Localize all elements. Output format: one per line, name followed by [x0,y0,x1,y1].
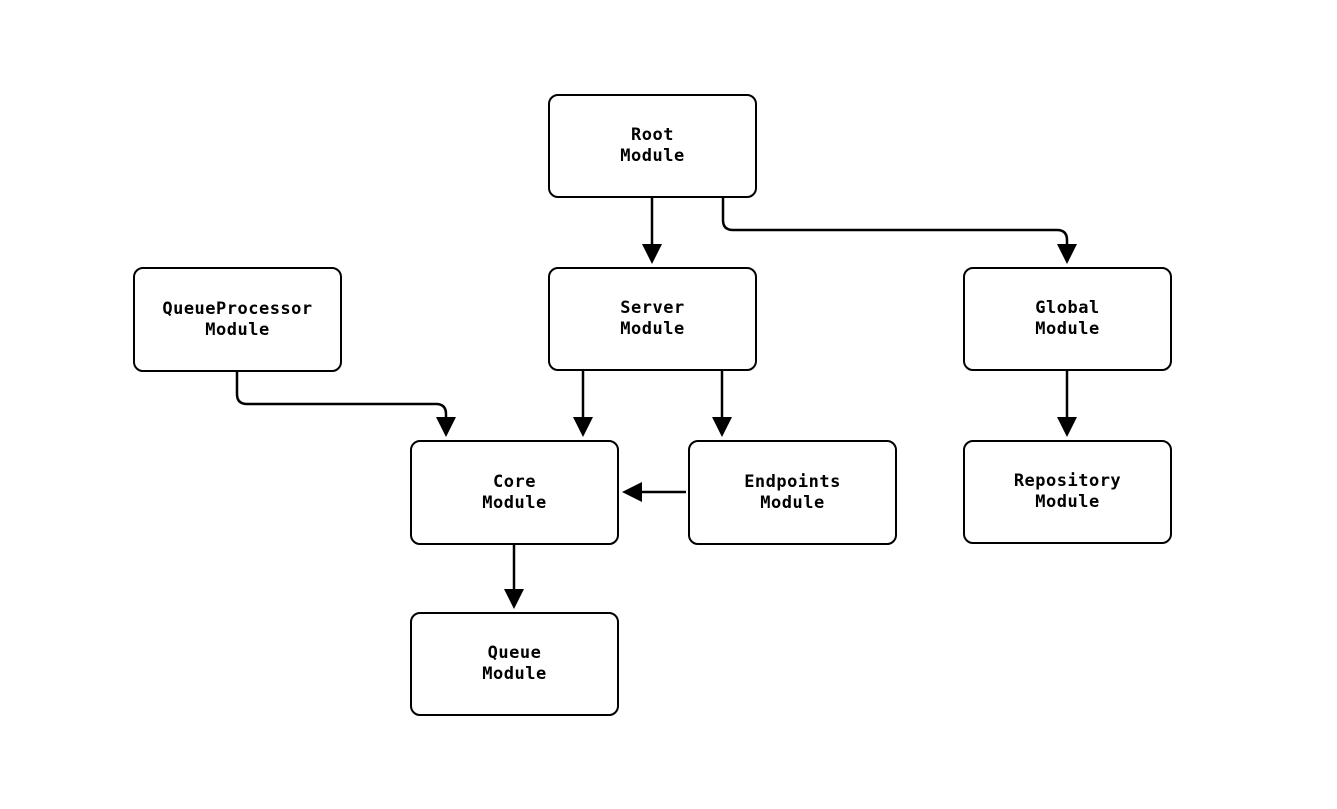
node-core-label: Core Module [482,471,547,513]
node-global-module: Global Module [963,267,1172,371]
node-endpoints-label: Endpoints Module [744,471,841,513]
node-global-label: Global Module [1035,298,1100,339]
node-root-label: Root Module [620,125,685,166]
node-queueprocessor-label: QueueProcessor Module [162,298,313,340]
edge-root-to-global [721,198,1077,264]
edges-group [235,198,1077,609]
node-queueprocessor-module: QueueProcessor Module [133,267,342,372]
node-repository-label: Repository Module [1013,471,1122,512]
node-queue-module: Queue Module [410,612,619,716]
node-server-label: Server Module [620,298,685,339]
edge-queueprocessor-to-core [235,372,456,437]
node-repository-module: Repository Module [963,440,1172,544]
node-root-module: Root Module [548,94,757,198]
node-core-module: Core Module [410,440,619,545]
node-server-module: Server Module [548,267,757,371]
node-queue-label: Queue Module [482,643,547,684]
node-endpoints-module: Endpoints Module [688,440,897,545]
